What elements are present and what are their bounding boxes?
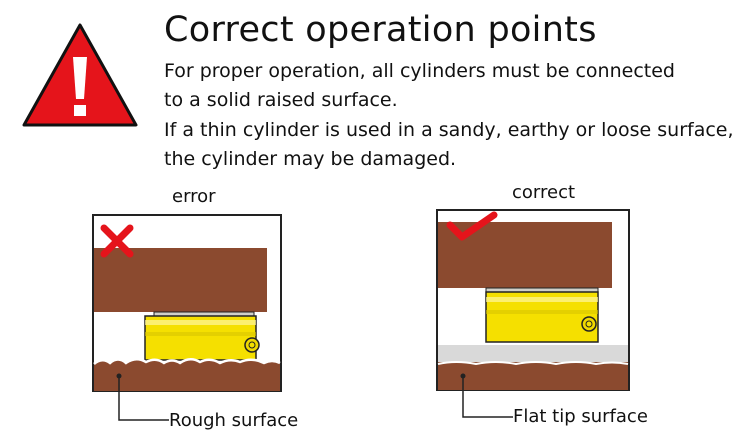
callout-dot xyxy=(460,373,466,379)
exclamation-triangle-icon xyxy=(22,23,138,127)
cylinder xyxy=(144,315,260,361)
correct-label: correct xyxy=(512,182,576,203)
instruction-line-1: For proper operation, all cylinders must… xyxy=(164,60,675,82)
instruction-line-3: If a thin cylinder is used in a sandy, e… xyxy=(164,119,734,141)
page-title: Correct operation points xyxy=(164,10,597,50)
load-block xyxy=(94,248,267,312)
error-label: error xyxy=(172,186,216,207)
rough-soil xyxy=(94,359,280,391)
rough-callout-line xyxy=(118,376,169,421)
red-check-icon xyxy=(446,211,498,241)
instruction-line-2: to a solid raised surface. xyxy=(164,89,398,111)
flat-callout-line xyxy=(462,378,513,418)
error-scene xyxy=(92,214,282,392)
red-cross-icon xyxy=(100,224,134,258)
flat-surface-label: Flat tip surface xyxy=(513,406,648,427)
soil-base xyxy=(438,362,628,390)
cylinder xyxy=(485,291,599,343)
rough-surface-label: Rough surface xyxy=(169,410,299,431)
instruction-line-4: the cylinder may be damaged. xyxy=(164,148,457,170)
correct-scene xyxy=(436,209,630,391)
flat-plate xyxy=(438,345,628,362)
